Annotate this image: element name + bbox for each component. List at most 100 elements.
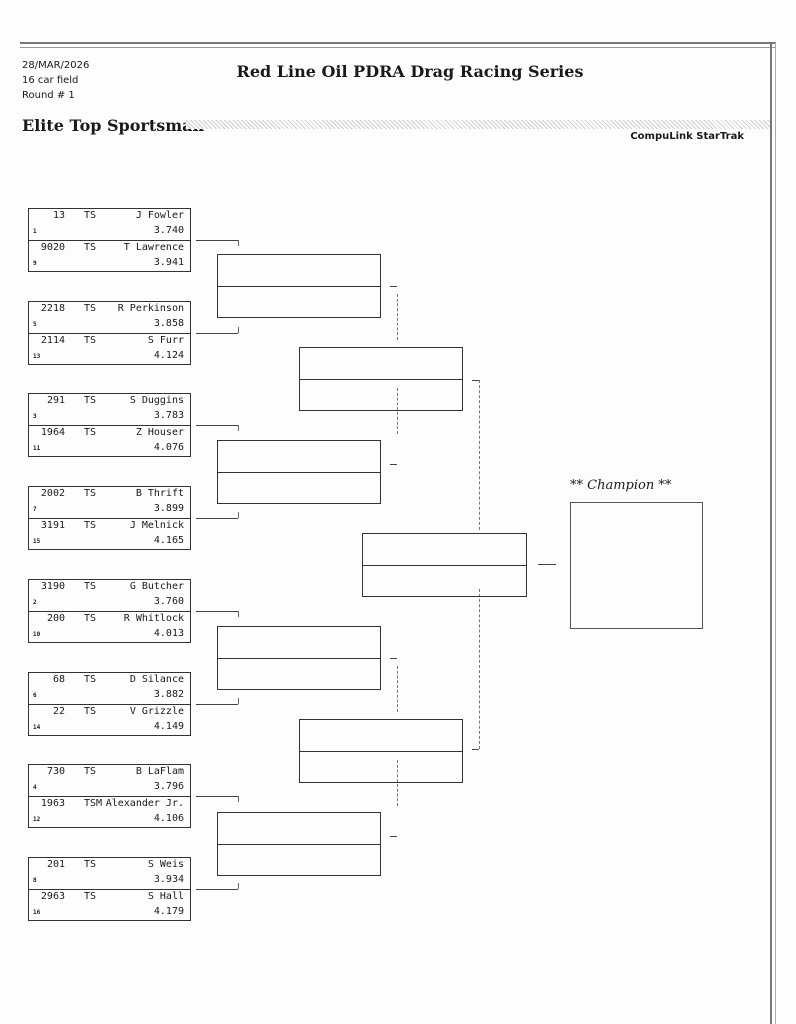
slot-bottom bbox=[300, 379, 462, 410]
class-title: Elite Top Sportsman bbox=[22, 116, 205, 135]
seed-number: 15 bbox=[33, 538, 41, 546]
car-number: 2114 bbox=[40, 334, 65, 346]
slot-bottom bbox=[218, 286, 380, 317]
slot-bottom bbox=[218, 658, 380, 689]
connector-tick bbox=[238, 512, 239, 519]
slot-bottom bbox=[218, 844, 380, 875]
connector-tick bbox=[238, 425, 239, 432]
seed-number: 12 bbox=[33, 816, 41, 824]
round2-box bbox=[217, 254, 381, 318]
class-code: TS bbox=[84, 395, 97, 407]
car-number: 2963 bbox=[40, 890, 65, 902]
connector-tick bbox=[390, 658, 397, 659]
elapsed-time: 4.106 bbox=[153, 813, 184, 825]
racer-name: R Whitlock bbox=[123, 612, 184, 624]
round2-box bbox=[217, 812, 381, 876]
brand-label: CompuLink StarTrak bbox=[630, 131, 744, 142]
racer-name: S Furr bbox=[147, 334, 184, 346]
slot-top bbox=[218, 813, 380, 844]
dashed-connector bbox=[397, 760, 398, 806]
round2-box bbox=[217, 440, 381, 504]
connector-tick bbox=[472, 749, 479, 750]
dashed-connector bbox=[397, 294, 398, 340]
racer-name: D Silance bbox=[129, 673, 184, 685]
seed-number: 8 bbox=[33, 876, 37, 884]
car-number: 3190 bbox=[40, 580, 65, 592]
car-number: 200 bbox=[46, 612, 65, 624]
round-number: Round # 1 bbox=[22, 90, 75, 101]
class-code: TS bbox=[84, 334, 97, 346]
racer-name: Alexander Jr. bbox=[105, 798, 184, 810]
round3-box bbox=[299, 719, 463, 783]
seed-number: 14 bbox=[33, 723, 41, 731]
round3-box bbox=[299, 347, 463, 411]
class-code: TS bbox=[84, 858, 97, 870]
slot-bottom bbox=[300, 751, 462, 782]
car-number: 68 bbox=[52, 673, 65, 685]
seed-number: 6 bbox=[33, 691, 37, 699]
car-number: 1964 bbox=[40, 427, 65, 439]
right-border bbox=[770, 42, 776, 1024]
series-title: Red Line Oil PDRA Drag Racing Series bbox=[236, 62, 584, 81]
connector-tick bbox=[390, 464, 397, 465]
final-box bbox=[362, 533, 527, 597]
slot-top bbox=[218, 255, 380, 286]
connector-tick bbox=[390, 836, 397, 837]
class-code: TS bbox=[84, 488, 97, 500]
racer-name: S Hall bbox=[147, 890, 184, 902]
slot-bottom bbox=[363, 565, 526, 596]
slot-top bbox=[300, 720, 462, 751]
seed-number: 3 bbox=[33, 413, 37, 421]
slot-top bbox=[218, 441, 380, 472]
elapsed-time: 3.858 bbox=[153, 317, 184, 329]
elapsed-time: 3.934 bbox=[153, 873, 184, 885]
connector-line bbox=[196, 703, 238, 705]
elapsed-time: 4.013 bbox=[153, 627, 184, 639]
racer-name: B LaFlam bbox=[135, 766, 184, 778]
connector-line bbox=[196, 425, 238, 427]
elapsed-time: 3.796 bbox=[153, 781, 184, 793]
class-code: TS bbox=[84, 673, 97, 685]
racer-name: R Perkinson bbox=[117, 302, 184, 314]
slot-bottom bbox=[218, 472, 380, 503]
connector-tick bbox=[390, 286, 397, 287]
elapsed-time: 4.149 bbox=[153, 720, 184, 732]
car-number: 2218 bbox=[40, 302, 65, 314]
car-number: 13 bbox=[52, 210, 65, 221]
slot-top bbox=[300, 348, 462, 379]
dashed-connector bbox=[479, 589, 480, 749]
car-number: 3191 bbox=[40, 520, 65, 532]
car-number: 1963 bbox=[40, 798, 65, 810]
connector-tick bbox=[238, 610, 239, 617]
class-code: TS bbox=[84, 210, 97, 221]
racer-name: G Butcher bbox=[129, 580, 184, 592]
connector-tick bbox=[238, 240, 239, 246]
connector-line bbox=[196, 518, 238, 520]
elapsed-time: 4.076 bbox=[153, 442, 184, 454]
connector-tick bbox=[238, 796, 239, 803]
elapsed-time: 3.899 bbox=[153, 503, 184, 515]
champion-box bbox=[570, 502, 703, 629]
class-code: TS bbox=[84, 766, 97, 778]
seed-number: 13 bbox=[33, 352, 41, 360]
connector-tick bbox=[238, 697, 239, 704]
class-code: TS bbox=[84, 242, 97, 253]
racer-name: S Duggins bbox=[129, 395, 184, 407]
round2-box bbox=[217, 626, 381, 690]
slot-top bbox=[218, 627, 380, 658]
class-code: TS bbox=[84, 580, 97, 592]
racer-name: S Weis bbox=[147, 858, 184, 870]
